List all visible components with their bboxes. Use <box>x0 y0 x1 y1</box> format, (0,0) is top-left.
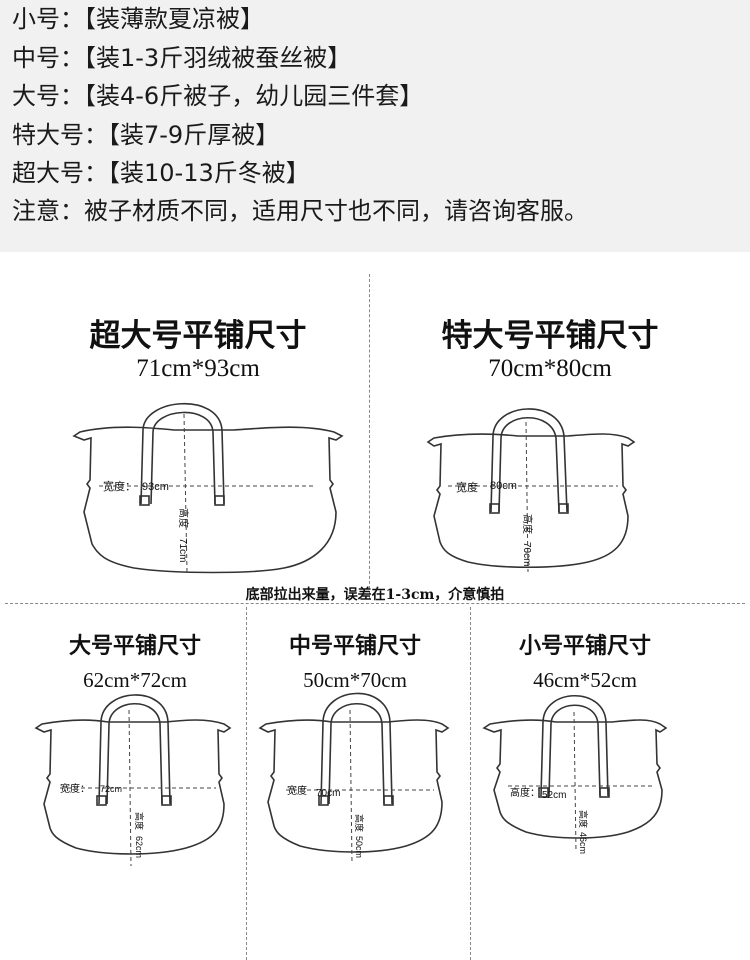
height-label: 高度 <box>134 812 145 830</box>
width-value: 72cm <box>100 784 122 794</box>
panel-xl: 特大号平铺尺寸 70cm*80cm 宽度 80cm 高度 70cm <box>400 302 700 602</box>
width-value: 70cm <box>316 788 340 799</box>
size-line-large: 大号：【装4-6斤被子，幼儿园三件套】 <box>12 82 424 110</box>
height-value: 70cm <box>521 542 532 566</box>
width-label: 高度： <box>510 786 540 799</box>
panel-dimensions: 70cm*80cm <box>488 355 612 382</box>
bag-outline-diagram: 高度： 52cm 高度 46cm <box>482 694 668 854</box>
panel-large: 大号平铺尺寸 62cm*72cm 宽度： 72cm 高度 62cm <box>30 622 240 952</box>
size-line-small: 小号：【装薄款夏凉被】 <box>12 5 264 33</box>
size-line-medium: 中号：【装1-3斤羽绒被蚕丝被】 <box>12 44 352 72</box>
width-value: 80cm <box>490 480 517 492</box>
height-value: 46cm <box>578 832 588 854</box>
height-value: 50cm <box>354 836 364 858</box>
panel-small: 小号平铺尺寸 46cm*52cm 高度： 52cm 高度 46cm <box>480 622 690 952</box>
vertical-divider-top <box>369 274 370 599</box>
panel-title: 特大号平铺尺寸 <box>441 318 659 354</box>
width-label: 宽度： <box>60 782 90 795</box>
width-label: 宽度： <box>103 479 136 493</box>
bag-outline-diagram: 宽度： 93cm 高度 71cm <box>72 402 344 574</box>
height-value: 62cm <box>134 836 144 858</box>
panel-dimensions: 71cm*93cm <box>136 355 260 382</box>
panel-medium: 中号平铺尺寸 50cm*70cm 宽度 70cm 高度 50cm <box>250 622 460 952</box>
height-label: 高度 <box>521 514 534 534</box>
panel-title: 小号平铺尺寸 <box>518 633 651 659</box>
panel-dimensions: 50cm*70cm <box>303 668 407 692</box>
measurement-note: 底部拉出来量，误差在1-3cm，介意慎拍 <box>245 587 505 603</box>
height-label: 高度 <box>354 814 365 832</box>
panel-dimensions: 62cm*72cm <box>83 668 187 692</box>
width-label: 宽度 <box>287 784 307 797</box>
height-label: 高度 <box>177 508 190 528</box>
size-note-line: 注意：被子材质不同，适用尺寸也不同，请咨询客服。 <box>12 197 588 225</box>
horizontal-divider <box>5 603 745 604</box>
width-value: 52cm <box>542 790 566 801</box>
panel-title: 大号平铺尺寸 <box>68 633 201 659</box>
panel-title: 超大号平铺尺寸 <box>89 318 307 354</box>
bag-outline-diagram: 宽度 70cm 高度 50cm <box>258 692 450 865</box>
size-guide-header: 小号：【装薄款夏凉被】 中号：【装1-3斤羽绒被蚕丝被】 大号：【装4-6斤被子… <box>0 0 750 252</box>
height-label: 高度 <box>578 810 589 828</box>
size-line-xl: 特大号：【装7-9斤厚被】 <box>12 121 280 149</box>
bag-outline-diagram: 宽度： 72cm 高度 62cm <box>34 694 232 867</box>
vertical-divider-bottom-left <box>246 607 247 960</box>
size-line-xxl: 超大号：【装10-13斤冬被】 <box>12 159 310 187</box>
bag-outline-diagram: 宽度 80cm 高度 70cm <box>426 408 636 573</box>
width-value: 93cm <box>142 481 169 493</box>
panel-xxl: 超大号平铺尺寸 71cm*93cm 宽度： 93cm 高度 71cm <box>48 302 348 602</box>
width-label: 宽度 <box>456 480 478 494</box>
height-value: 71cm <box>177 538 188 562</box>
size-diagram-area: 底部拉出来量，误差在1-3cm，介意慎拍 超大号平铺尺寸 71cm*93cm 宽… <box>0 252 750 960</box>
panel-dimensions: 46cm*52cm <box>533 668 637 692</box>
panel-title: 中号平铺尺寸 <box>288 633 421 659</box>
vertical-divider-bottom-right <box>470 607 471 960</box>
